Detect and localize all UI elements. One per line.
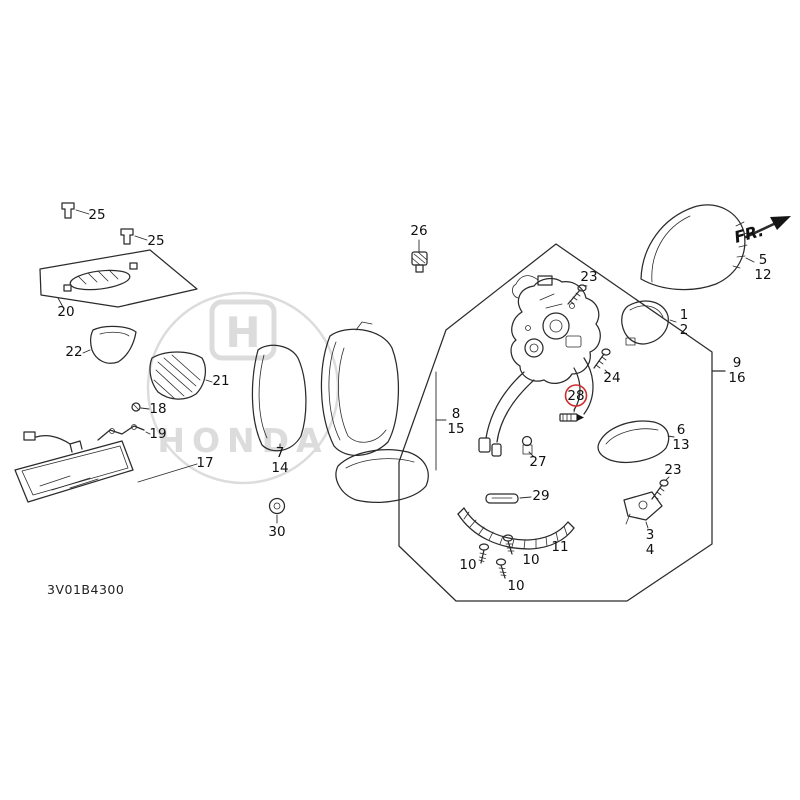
part-label-16-21[interactable]: 16 (728, 370, 745, 386)
part-label-29-27[interactable]: 29 (532, 488, 549, 504)
part-28-bolt (559, 407, 584, 422)
part-27-clip (521, 435, 535, 458)
highlight-circle-28 (564, 384, 588, 407)
part-label-27-25[interactable]: 27 (529, 454, 546, 470)
part-1-2-turn-signal (621, 300, 677, 346)
part-label-2-16[interactable]: 2 (680, 322, 689, 338)
part-18-screw (131, 402, 150, 412)
diagram-code: 3V01B4300 (47, 582, 124, 597)
part-label-25-1[interactable]: 25 (147, 233, 164, 249)
part-6-13-lower-cover (597, 420, 675, 463)
part-label-13-24[interactable]: 13 (672, 437, 689, 453)
part-9-16-mirror-assembly (478, 275, 601, 457)
part-label-4-30[interactable]: 4 (646, 542, 655, 558)
part-label-22-3[interactable]: 22 (65, 344, 82, 360)
part-label-6-23[interactable]: 6 (677, 422, 686, 438)
part-label-9-20[interactable]: 9 (733, 355, 742, 371)
part-23-screw-a (567, 284, 588, 305)
assembly-boundary (398, 243, 726, 602)
part-label-14-10[interactable]: 14 (271, 460, 288, 476)
part-label-19-6[interactable]: 19 (149, 426, 166, 442)
part-22-cover (82, 325, 137, 364)
part-label-1-15[interactable]: 1 (680, 307, 689, 323)
part-19-stay (97, 424, 151, 441)
part-label-7-9[interactable]: 7 (276, 445, 285, 461)
part-label-21-4[interactable]: 21 (212, 373, 229, 389)
part-3-4-mirror-base (623, 491, 663, 529)
part-label-12-18[interactable]: 12 (754, 267, 771, 283)
part-26-clip (411, 239, 428, 273)
part-labels-layer: 2525202221181917307148152623125122491628… (57, 207, 771, 594)
part-11-harness-tube (457, 507, 575, 550)
part-label-30-8[interactable]: 30 (268, 524, 285, 540)
part-label-10-33[interactable]: 10 (507, 578, 524, 594)
part-7-14-mirror-glass (251, 344, 307, 452)
part-label-15-12[interactable]: 15 (447, 421, 464, 437)
part-label-28-22[interactable]: 28 (567, 388, 584, 404)
honda-watermark: H HONDA (146, 291, 340, 485)
part-label-24-19[interactable]: 24 (603, 370, 620, 386)
part-label-26-13[interactable]: 26 (410, 223, 427, 239)
part-label-10-31[interactable]: 10 (459, 557, 476, 573)
part-25-clip-a (61, 202, 90, 219)
part-8-15-mirror-housing (320, 321, 447, 503)
part-10-screws (478, 534, 515, 579)
part-5-12-mirror-cover (640, 204, 755, 291)
part-label-17-7[interactable]: 17 (196, 455, 213, 471)
part-label-8-11[interactable]: 8 (452, 406, 461, 422)
part-25-clip-b (120, 228, 148, 245)
part-label-18-5[interactable]: 18 (149, 401, 166, 417)
part-label-11-28[interactable]: 11 (551, 539, 568, 555)
part-label-3-29[interactable]: 3 (646, 527, 655, 543)
fr-label: FR. (732, 221, 766, 247)
part-label-25-0[interactable]: 25 (88, 207, 105, 223)
part-label-20-2[interactable]: 20 (57, 304, 74, 320)
diagram-line-art (14, 202, 791, 602)
fr-direction-arrow (744, 216, 791, 239)
part-label-5-17[interactable]: 5 (759, 252, 768, 268)
part-label-23-26[interactable]: 23 (664, 462, 681, 478)
part-24-screw (593, 348, 611, 375)
part-30-grommet (268, 497, 286, 524)
watermark-logo-letter: H (225, 308, 260, 357)
part-20-overhead-console (39, 249, 198, 308)
part-21-cover (149, 351, 213, 400)
part-label-10-32[interactable]: 10 (522, 552, 539, 568)
part-17-rearview-mirror (14, 431, 198, 503)
part-label-23-14[interactable]: 23 (580, 269, 597, 285)
watermark-text: HONDA (157, 421, 328, 460)
part-29-strip (485, 493, 532, 504)
